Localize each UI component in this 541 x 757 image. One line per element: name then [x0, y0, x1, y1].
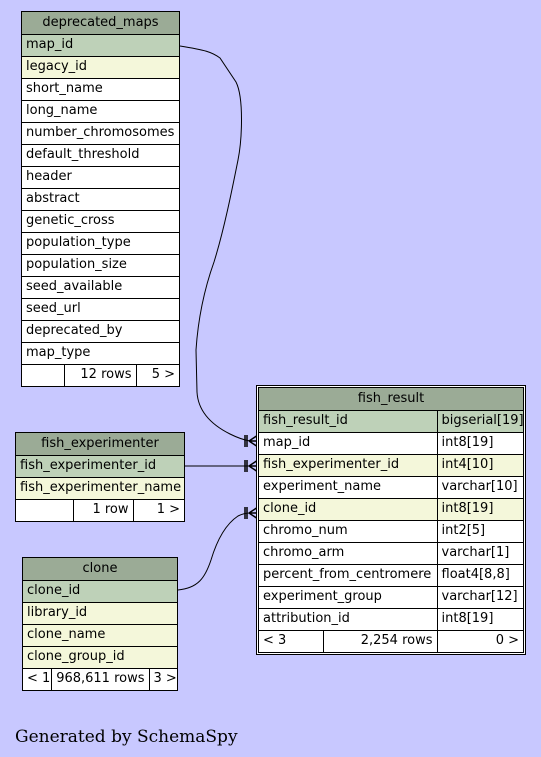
column-fish-experimenter-name[interactable]: fish_experimenter_name	[16, 476, 184, 500]
column-legacy-id[interactable]: legacy_id	[22, 55, 180, 79]
column-fish-experimenter-id[interactable]: fish_experimenter_id	[16, 454, 184, 478]
column-type: varchar[10]	[436, 475, 523, 499]
crows-foot-icon	[244, 459, 259, 473]
column-seed-available[interactable]: seed_available	[22, 275, 180, 299]
column-genetic-cross[interactable]: genetic_cross	[22, 209, 180, 233]
column-type: float4[8,8]	[436, 563, 523, 587]
column-clone-id[interactable]: clone_id	[259, 497, 438, 521]
column-attribution-id[interactable]: attribution_id	[259, 607, 438, 631]
column-population-type[interactable]: population_type	[22, 231, 180, 255]
column-type: int4[10]	[436, 453, 523, 477]
column-type: int8[19]	[436, 497, 523, 521]
column-fish-experimenter-id[interactable]: fish_experimenter_id	[259, 453, 438, 477]
table-deprecated-maps[interactable]: deprecated_maps map_id legacy_id short_n…	[21, 11, 180, 387]
relationship-fish-experimenter-id	[185, 459, 259, 473]
table-title[interactable]: fish_experimenter	[16, 433, 184, 456]
children-count[interactable]: 5 >	[135, 363, 180, 386]
column-type: varchar[12]	[436, 585, 523, 609]
table-fish-result[interactable]: fish_result fish_result_id bigserial[19]…	[256, 385, 526, 655]
column-default-threshold[interactable]: default_threshold	[22, 143, 180, 167]
table-title[interactable]: deprecated_maps	[22, 12, 180, 35]
column-map-id[interactable]: map_id	[22, 33, 180, 57]
row-count: 1 row	[72, 498, 134, 521]
column-experiment-name[interactable]: experiment_name	[259, 475, 438, 499]
column-clone-id[interactable]: clone_id	[23, 579, 178, 603]
column-percent-from-centromere[interactable]: percent_from_centromere	[259, 563, 438, 587]
column-type: int8[19]	[436, 431, 523, 455]
column-deprecated-by[interactable]: deprecated_by	[22, 319, 180, 343]
column-number-chromosomes[interactable]: number_chromosomes	[22, 121, 180, 145]
column-seed-url[interactable]: seed_url	[22, 297, 180, 321]
column-header[interactable]: header	[22, 165, 180, 189]
row-count: 12 rows	[63, 363, 137, 386]
relationship-map-id	[179, 45, 259, 448]
column-chromo-arm[interactable]: chromo_arm	[259, 541, 438, 565]
column-long-name[interactable]: long_name	[22, 99, 180, 123]
crows-foot-icon	[244, 506, 259, 520]
column-type: int2[5]	[436, 519, 523, 543]
column-chromo-num[interactable]: chromo_num	[259, 519, 438, 543]
table-fish-experimenter[interactable]: fish_experimenter fish_experimenter_id f…	[15, 432, 185, 522]
generated-by-credit[interactable]: Generated by SchemaSpy	[15, 727, 238, 747]
column-clone-group-id[interactable]: clone_group_id	[23, 645, 178, 669]
column-fish-result-id[interactable]: fish_result_id	[259, 409, 438, 433]
column-abstract[interactable]: abstract	[22, 187, 180, 211]
column-map-type[interactable]: map_type	[22, 341, 180, 365]
parents-count[interactable]: < 3	[259, 629, 324, 652]
column-experiment-group[interactable]: experiment_group	[259, 585, 438, 609]
column-library-id[interactable]: library_id	[23, 601, 178, 625]
children-count[interactable]: 0 >	[436, 629, 523, 652]
row-count: 968,611 rows	[50, 667, 150, 690]
table-title[interactable]: fish_result	[259, 388, 523, 411]
relationship-clone-id	[177, 506, 259, 591]
table-title[interactable]: clone	[23, 558, 178, 581]
parents-count[interactable]	[22, 363, 65, 386]
row-count: 2,254 rows	[322, 629, 438, 652]
column-clone-name[interactable]: clone_name	[23, 623, 178, 647]
column-type: int8[19]	[436, 607, 523, 631]
parents-count[interactable]: < 1	[23, 667, 52, 690]
children-count[interactable]: 1 >	[132, 498, 184, 521]
table-clone[interactable]: clone clone_id library_id clone_name clo…	[22, 557, 178, 691]
column-short-name[interactable]: short_name	[22, 77, 180, 101]
parents-count[interactable]	[16, 498, 74, 521]
column-map-id[interactable]: map_id	[259, 431, 438, 455]
column-type: bigserial[19]	[436, 409, 523, 433]
crows-foot-icon	[244, 434, 259, 448]
column-type: varchar[1]	[436, 541, 523, 565]
column-population-size[interactable]: population_size	[22, 253, 180, 277]
children-count[interactable]: 3 >	[148, 667, 178, 690]
